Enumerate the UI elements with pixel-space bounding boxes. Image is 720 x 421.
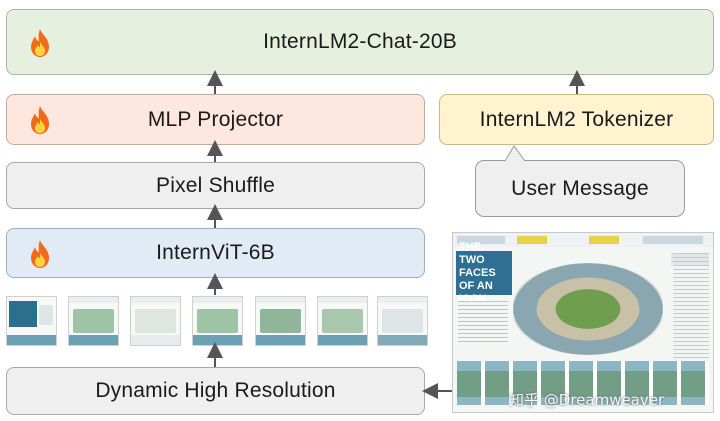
flame-icon — [31, 106, 49, 134]
image-tile-thumbnail — [377, 296, 428, 346]
tokenizer-box: InternLM2 Tokenizer — [439, 94, 714, 145]
image-tile-thumbnail — [68, 296, 119, 346]
user-message-label: User Message — [511, 176, 649, 200]
image-tile-thumbnail — [255, 296, 306, 346]
pixel-shuffle-box: Pixel Shuffle — [6, 162, 425, 209]
image-tile-thumbnail — [192, 296, 243, 346]
flame-icon — [31, 29, 49, 57]
pixel-shuffle-label: Pixel Shuffle — [156, 173, 275, 197]
bubble-tail — [504, 145, 526, 162]
dynamic-resolution-label: Dynamic High Resolution — [95, 379, 336, 402]
vision-encoder-label: InternViT-6B — [156, 241, 275, 264]
image-tile-thumbnail — [130, 296, 181, 346]
mlp-projector-box: MLP Projector — [6, 94, 425, 145]
stadium-illustration — [513, 263, 663, 355]
vision-encoder-box: InternViT-6B — [6, 228, 425, 278]
image-tile-thumbnail — [317, 296, 368, 346]
tokenizer-label: InternLM2 Tokenizer — [479, 107, 674, 131]
mlp-projector-label: MLP Projector — [147, 107, 284, 131]
llm-box: InternLM2-Chat-20B — [6, 9, 714, 75]
input-image: THE TWO FACES OF AN ICON 知乎 @Dreamweaver — [452, 232, 714, 413]
user-message-bubble: User Message — [475, 160, 685, 217]
watermark: 知乎 @Dreamweaver — [509, 391, 665, 409]
dynamic-resolution-box: Dynamic High Resolution — [6, 367, 425, 415]
image-tile-thumbnail — [6, 296, 57, 346]
llm-label: InternLM2-Chat-20B — [263, 30, 457, 53]
flame-icon — [31, 240, 49, 268]
